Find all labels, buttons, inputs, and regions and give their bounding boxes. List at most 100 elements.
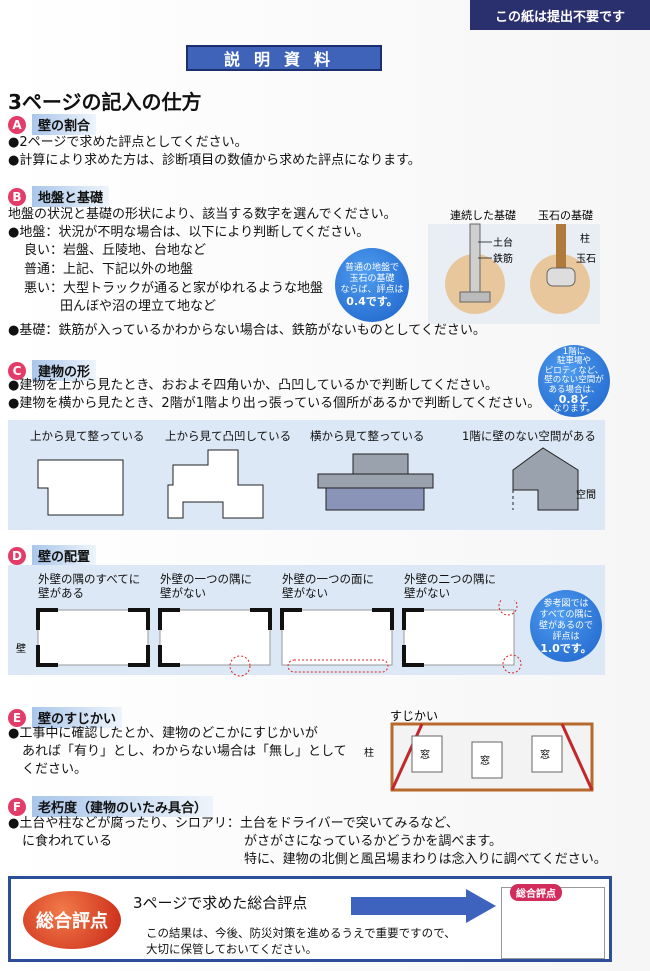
section-a-line-1: ●2ページで求めた評点としてください。: [8, 135, 248, 150]
section-f-line-4: 特に、建物の北側と風呂場まわりは念入りに調べてください。: [244, 852, 607, 867]
brace-figure: すじかい 柱 窓 窓 窓: [364, 709, 594, 792]
section-d-bubble: 参考図では すべての隅に 壁があるので 評点は 1.0です。: [530, 590, 602, 662]
window-label: 窓: [540, 748, 550, 761]
bubble-line: 1階に: [562, 346, 586, 357]
stone-block: [546, 267, 576, 287]
section-c-bubble: 1階に 駐車場や ピロティなど、 壁のない空間が ある場合は、 0.8と なりま…: [538, 345, 610, 417]
plan-2: [159, 609, 271, 666]
plan-3-walls: [280, 608, 394, 630]
arrow-shape: [351, 889, 496, 923]
case-text: 壁がある: [38, 586, 84, 600]
case-text: 外壁の隅のすべてに: [38, 572, 141, 586]
section-b-intro: 地盤の状況と基礎の形状により、該当する数字を選んでください。: [8, 207, 397, 222]
side-upper: [352, 453, 409, 475]
side-piloti: [512, 447, 579, 511]
total-score-badge: 総合評点: [23, 891, 121, 949]
window-label: 窓: [480, 754, 490, 767]
shape-irregular: [167, 449, 264, 519]
section-c-line-2: ●建物を横から見たとき、2階が1階より出っ張っている個所があるかで判断してくださ…: [8, 396, 541, 411]
section-c-line-1: ●建物を上から見たとき、おおよそ四角いか、凸凹しているかで判断してください。: [8, 378, 499, 393]
plan-4: [403, 609, 515, 666]
foundation-figure: 連続した基礎 玉石の基礎 土台 鉄筋 柱 玉石: [428, 208, 600, 324]
plan-2-walls: [158, 608, 272, 667]
missing-mark: [498, 600, 518, 616]
ground-bad: 悪い：大型トラックが通ると家がゆれるような地盤: [24, 281, 324, 296]
bubble-line: ある場合は、: [548, 384, 600, 395]
section-c-heading: C 建物の形: [8, 360, 97, 381]
section-f-letter: F: [8, 797, 26, 816]
shape-label-1: 上から見て整っている: [30, 429, 145, 443]
missing-mark: [502, 654, 522, 674]
concrete-column: [469, 223, 481, 299]
bubble-line: 駐車場や: [556, 356, 591, 367]
wall-figures: 壁: [16, 600, 522, 677]
section-e-line-2: あれば「有り」とし、わからない場合は「無し」として: [22, 744, 347, 759]
section-b-bubble: 普通の地盤で 玉石の基礎 ならば、評点は 0.4です。: [335, 248, 409, 322]
case-text: 壁がない: [404, 586, 450, 600]
section-c-letter: C: [8, 361, 26, 380]
section-a-line-2: ●計算により求めた方は、診断項目の数値から求めた評点になります。: [8, 153, 421, 168]
total-score-note-2: 大切に保管しておいてください。: [146, 942, 318, 956]
wall-case-2: 外壁の一つの隅に壁がない: [160, 572, 252, 600]
missing-mark: [287, 659, 389, 673]
section-e-line-3: ください。: [22, 762, 88, 777]
bubble-line: 参考図では: [543, 598, 589, 609]
cont-foundation-title: 連続した基礎: [450, 208, 516, 222]
bubble-line: 評点は: [552, 631, 580, 642]
section-f-label: 老朽度（建物のいたみ具合）: [32, 796, 214, 817]
section-e-heading: E 壁のすじかい: [8, 707, 123, 728]
stone-foundation-title: 玉石の基礎: [538, 209, 593, 222]
total-score-panel: 総合評点 3ページで求めた総合評点 この結果は、今後、防災対策を進めるうえで重要…: [8, 876, 612, 962]
section-b-label: 地盤と基礎: [32, 186, 110, 207]
hashira-label: 柱: [364, 746, 374, 759]
page-title: 3ページの記入の仕方: [8, 90, 202, 114]
window: [471, 741, 503, 779]
section-f-line-3: がさがさになっているかどうかを調べます。: [244, 834, 503, 849]
section-a-label: 壁の割合: [32, 114, 97, 135]
brace: [390, 723, 424, 791]
missing-mark: [229, 655, 251, 677]
hashira-label: 柱: [580, 232, 590, 245]
tekkin-label: 鉄筋: [493, 252, 513, 265]
ground-good: 良い：岩盤、丘陵地、台地など: [24, 243, 207, 258]
section-f-line-2: に食われている: [22, 834, 112, 849]
section-b-heading: B 地盤と基礎: [8, 186, 110, 207]
section-d-label: 壁の配置: [32, 545, 97, 566]
total-score-input[interactable]: 総合評点: [501, 884, 605, 959]
section-a-letter: A: [8, 115, 26, 134]
wall-case-4: 外壁の二つの隅に壁がない: [404, 572, 496, 600]
case-text: 外壁の二つの隅に: [404, 572, 496, 586]
plan-4-walls: [402, 608, 424, 667]
bubble-line: ピロティなど、: [544, 365, 604, 376]
section-b-letter: B: [8, 187, 26, 206]
section-c-label: 建物の形: [32, 360, 97, 381]
section-b-line-1: ●地盤：状況が不明な場合は、以下により判断してください。: [8, 225, 370, 240]
section-e-letter: E: [8, 708, 26, 727]
case-text: 壁がない: [282, 586, 328, 600]
wood-column: [556, 224, 566, 270]
not-required-badge: この紙は提出不要です: [470, 0, 650, 30]
ground-normal: 普通：上記、下記以外の地盤: [24, 262, 194, 277]
case-text: 外壁の一つの隅に: [160, 572, 252, 586]
window-label: 窓: [420, 748, 430, 761]
shape-regular: [37, 459, 124, 516]
plan-3: [281, 609, 393, 666]
section-f-heading: F 老朽度（建物のいたみ具合）: [8, 796, 214, 817]
space-label: 空間: [576, 488, 596, 501]
section-e-label: 壁のすじかい: [32, 707, 123, 728]
section-d-heading: D 壁の配置: [8, 545, 97, 566]
wall-case-1: 外壁の隅のすべてに壁がある: [38, 572, 140, 600]
total-score-note-1: この結果は、今後、防災対策を進めるうえで重要ですので、: [146, 926, 456, 940]
plan-1: [37, 609, 149, 666]
side-middle: [317, 473, 434, 489]
total-score-heading: 3ページで求めた総合評点: [133, 894, 308, 912]
window: [411, 735, 443, 773]
shape-figures: 空間: [37, 447, 596, 519]
tamaishi-label: 玉石: [576, 254, 596, 265]
bubble-line: 0.8と: [558, 393, 590, 407]
section-e-line-1: ●工事中に確認したとか、建物のどこかにすじかいが: [8, 726, 318, 741]
sujikai-label: すじかい: [390, 709, 438, 723]
footing: [459, 291, 491, 303]
bubble-line: 普通の地盤で: [344, 263, 399, 273]
